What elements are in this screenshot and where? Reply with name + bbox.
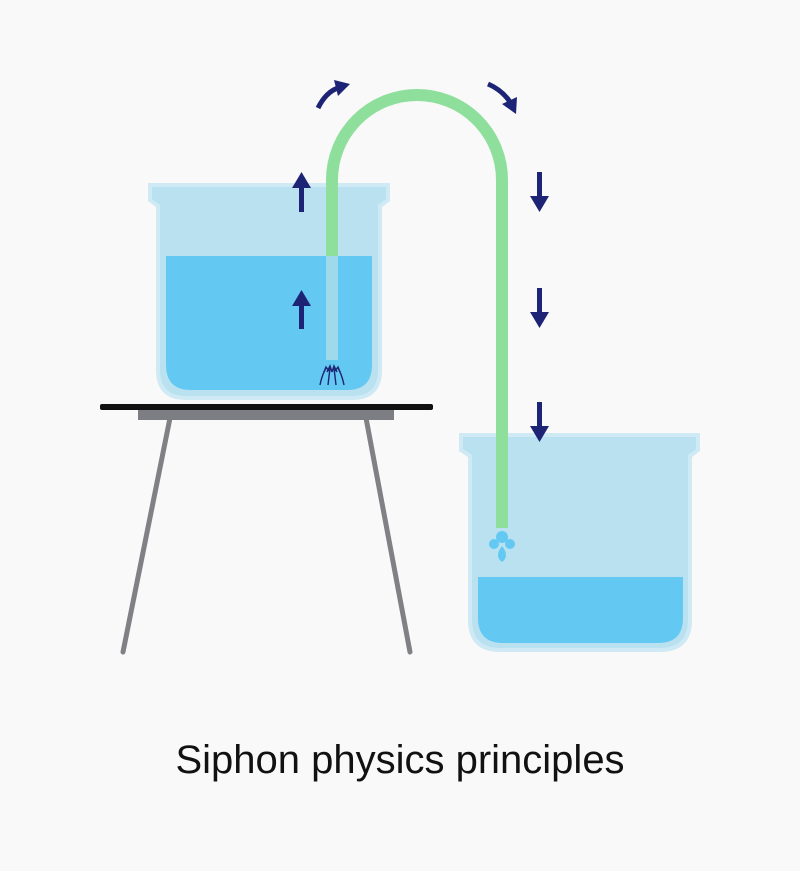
left-beaker: [148, 183, 390, 400]
stand-shelf: [138, 410, 394, 420]
lab-stand: [100, 404, 433, 655]
diagram-caption: Siphon physics principles: [175, 738, 625, 782]
intake-head-2: [326, 364, 333, 373]
curved-arrow-icon-right: [486, 81, 517, 114]
water-drop-icon: [489, 531, 515, 562]
stand-top: [100, 404, 433, 410]
down-arrow-top: [530, 172, 549, 212]
left-beaker-water: [166, 256, 372, 390]
intake-arrow-mid-right: [333, 367, 337, 386]
down-arrow-middle: [530, 288, 549, 328]
down-arrow-bottom: [530, 402, 549, 442]
right-beaker: [459, 433, 700, 652]
siphon-tube-body: [326, 89, 508, 528]
intake-arrow-mid-left: [327, 367, 331, 386]
siphon-tube: [326, 89, 508, 528]
intake-head-4: [334, 365, 341, 373]
up-arrow-top: [292, 172, 311, 212]
stand-leg-right: [363, 415, 413, 655]
right-beaker-water: [478, 577, 683, 643]
curved-arrow-icon-left: [315, 80, 350, 110]
up-arrow-bottom: [292, 290, 311, 329]
intake-arrows: [319, 364, 345, 386]
stand-leg-left: [120, 415, 173, 655]
